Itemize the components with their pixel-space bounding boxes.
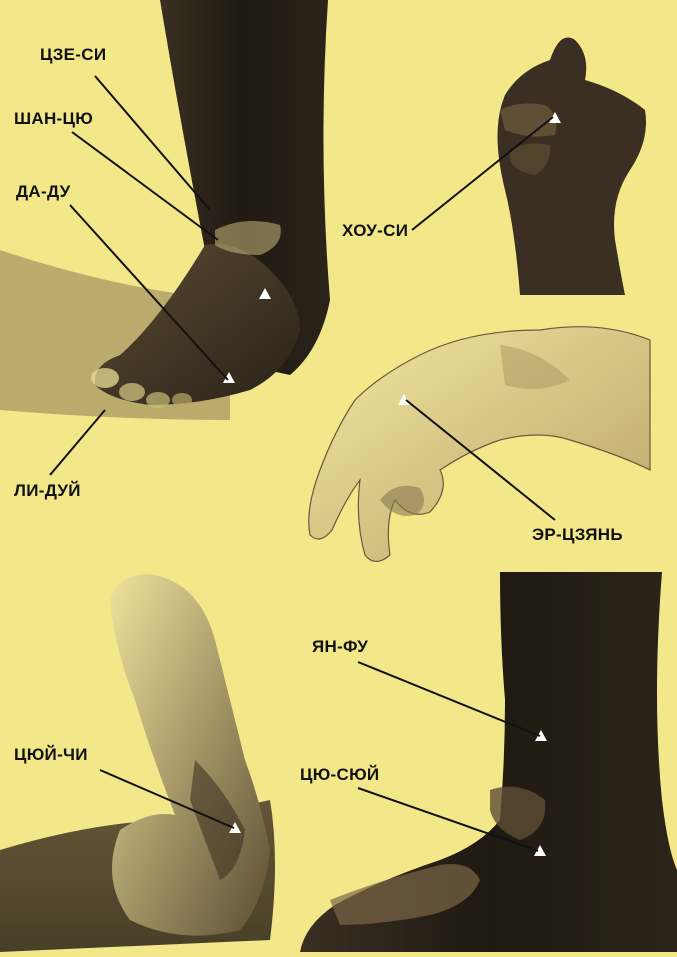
label-shan-tsyu: ШАН-ЦЮ: [14, 110, 93, 127]
label-tsze-si: ЦЗЕ-СИ: [40, 46, 106, 63]
label-er-tszyan: ЭР-ЦЗЯНЬ: [532, 526, 623, 543]
fist-top-right: [498, 38, 647, 296]
label-yan-fu: ЯН-ФУ: [312, 638, 368, 655]
label-tsyui-chi: ЦЮЙ-ЧИ: [14, 746, 88, 763]
leg-foot-bottom-right: [300, 572, 677, 952]
leader-li-dui: [50, 410, 105, 475]
label-da-du: ДА-ДУ: [16, 183, 70, 200]
label-khou-si: ХОУ-СИ: [342, 222, 408, 239]
label-li-dui: ЛИ-ДУЙ: [14, 482, 81, 499]
label-tsyu-syui: ЦЮ-СЮЙ: [300, 766, 379, 783]
